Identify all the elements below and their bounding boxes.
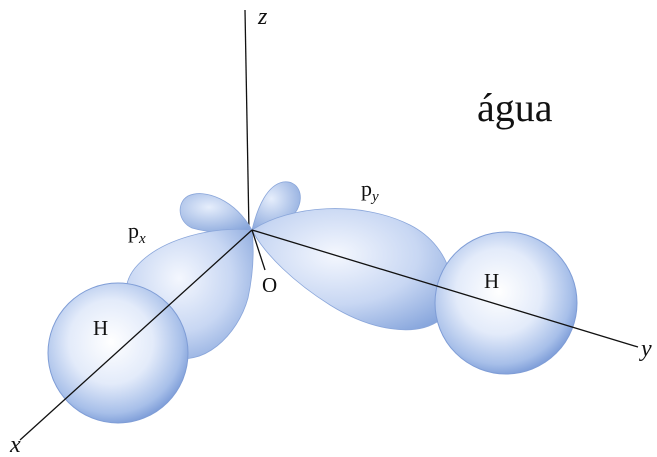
px-label-subscript: x (138, 231, 146, 247)
oxygen-label: O (262, 273, 277, 297)
px-label-p: p (128, 218, 139, 243)
z-axis (244, 9, 250, 233)
y-axis-label: y (639, 336, 652, 362)
z-axis-label: z (257, 4, 268, 30)
hydrogen-sphere-right (434, 231, 578, 375)
px-label: px (128, 218, 146, 247)
py-label-subscript: y (370, 189, 379, 205)
py-label: py (361, 176, 379, 205)
y-axis (251, 229, 639, 348)
diagram-title: água (477, 85, 553, 130)
x-axis-label: x (9, 432, 21, 457)
x-axis (19, 229, 253, 441)
z-axis-lower (251, 229, 266, 271)
hydrogen-label-left: H (93, 316, 108, 340)
hydrogen-sphere-left (47, 282, 189, 424)
hydrogen-label-right: H (484, 269, 499, 293)
px-small-lobe (179, 193, 253, 233)
py-label-p: p (361, 176, 372, 201)
py-lobe (251, 208, 453, 331)
